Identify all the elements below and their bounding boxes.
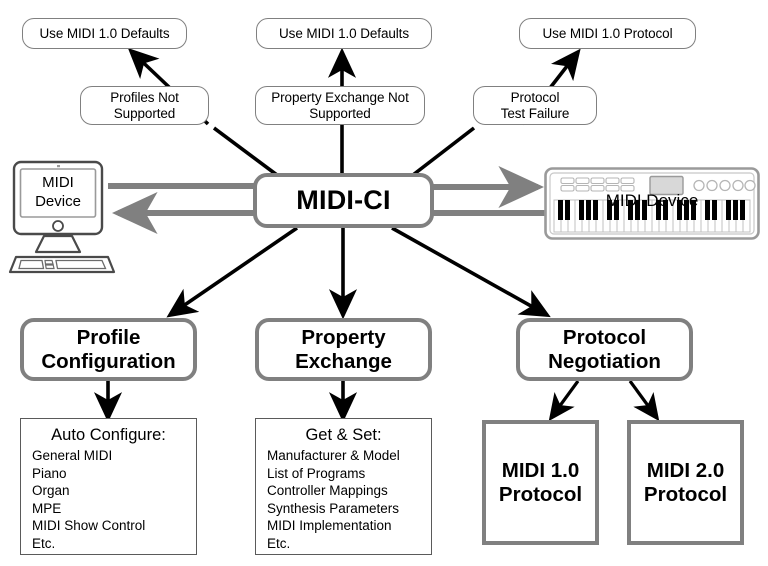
midi-20-protocol-line2: Protocol xyxy=(643,482,728,506)
arrow-hub-to-profile-configuration xyxy=(166,226,299,318)
profile-configuration-line1: Profile xyxy=(76,325,141,349)
protocol-negotiation-box[interactable]: Protocol Negotiation xyxy=(516,318,693,381)
computer-midi-device: MIDI Device xyxy=(6,160,118,275)
arrow-hub-to-protocol-test-failure xyxy=(407,126,476,180)
arrow-hub-to-protocol-negotiation xyxy=(391,226,551,318)
keyboard-device-label: MIDI Device xyxy=(606,191,699,210)
protocol-test-failure-line2: Test Failure xyxy=(500,105,570,121)
list-item: List of Programs xyxy=(267,465,366,481)
use-midi10-defaults-property-box[interactable]: Use MIDI 1.0 Defaults xyxy=(256,18,432,49)
use-midi10-defaults-profiles-box[interactable]: Use MIDI 1.0 Defaults xyxy=(22,18,187,49)
protocol-test-failure-line1: Protocol xyxy=(510,89,560,105)
keyboard-knobs xyxy=(693,179,756,192)
arrow-hub-to-profiles-not-supported xyxy=(212,126,283,180)
profile-configuration-box[interactable]: Profile Configuration xyxy=(20,318,197,381)
list-item: Organ xyxy=(32,483,70,499)
protocol-test-failure-box[interactable]: Protocol Test Failure xyxy=(473,86,597,125)
property-exchange-line1: Property xyxy=(301,325,386,349)
computer-device-line1: MIDI xyxy=(42,174,74,191)
list-item: Synthesis Parameters xyxy=(267,500,400,516)
auto-configure-items: General MIDI Piano Organ MPE MIDI Show C… xyxy=(21,447,196,553)
midi-10-protocol-line1: MIDI 1.0 xyxy=(501,458,580,482)
midi-20-protocol-box[interactable]: MIDI 2.0 Protocol xyxy=(627,420,744,545)
list-item: Manufacturer & Model xyxy=(267,448,400,463)
arrow-negotiation-to-midi20 xyxy=(628,380,660,422)
profiles-not-supported-line2: Supported xyxy=(113,105,176,121)
midi-10-protocol-line2: Protocol xyxy=(498,482,583,506)
keyboard-midi-device: MIDI Device xyxy=(544,167,760,240)
profiles-not-supported-line1: Profiles Not xyxy=(110,89,179,105)
midi-ci-hub-box[interactable]: MIDI-CI xyxy=(253,173,434,228)
list-item: Etc. xyxy=(267,535,291,551)
use-midi10-defaults-property-label: Use MIDI 1.0 Defaults xyxy=(279,25,409,41)
get-and-set-title: Get & Set: xyxy=(305,426,382,444)
use-midi10-protocol-label: Use MIDI 1.0 Protocol xyxy=(542,25,673,41)
protocol-negotiation-line1: Protocol xyxy=(562,325,647,349)
protocol-negotiation-line2: Negotiation xyxy=(548,349,661,373)
list-item: MIDI Show Control xyxy=(32,518,146,534)
property-exchange-line2: Exchange xyxy=(295,349,392,373)
list-item: Controller Mappings xyxy=(267,483,388,499)
auto-configure-title: Auto Configure: xyxy=(51,426,166,444)
midi-ci-hub-label: MIDI-CI xyxy=(296,185,391,215)
keyboard-illustration: MIDI Device xyxy=(544,167,760,240)
arrow-negotiation-to-midi10 xyxy=(548,380,580,422)
get-and-set-list: Get & Set: Manufacturer & Model List of … xyxy=(255,418,432,555)
computer-device-line2: Device xyxy=(35,193,81,210)
property-exchange-box[interactable]: Property Exchange xyxy=(255,318,432,381)
use-midi10-protocol-box[interactable]: Use MIDI 1.0 Protocol xyxy=(519,18,696,49)
property-exchange-not-supported-box[interactable]: Property Exchange Not Supported xyxy=(255,86,425,125)
property-exchange-not-supported-line2: Supported xyxy=(309,105,371,121)
list-item: MIDI Implementation xyxy=(267,518,392,534)
computer-illustration: MIDI Device xyxy=(8,160,116,274)
auto-configure-list: Auto Configure: General MIDI Piano Organ… xyxy=(20,418,197,555)
list-item: Piano xyxy=(32,465,67,481)
midi-20-protocol-line1: MIDI 2.0 xyxy=(646,458,725,482)
list-item: General MIDI xyxy=(32,448,113,463)
keyboard-black-keys xyxy=(558,200,745,220)
midi-10-protocol-box[interactable]: MIDI 1.0 Protocol xyxy=(482,420,599,545)
list-item: MPE xyxy=(32,500,62,516)
use-midi10-defaults-profiles-label: Use MIDI 1.0 Defaults xyxy=(39,25,170,41)
list-item: Etc. xyxy=(32,535,56,551)
get-and-set-items: Manufacturer & Model List of Programs Co… xyxy=(256,447,431,553)
keyboard-buttons xyxy=(560,177,635,192)
profile-configuration-line2: Configuration xyxy=(41,349,176,373)
profiles-not-supported-box[interactable]: Profiles Not Supported xyxy=(80,86,209,125)
keyboard-display-panel xyxy=(649,175,684,196)
property-exchange-not-supported-line1: Property Exchange Not xyxy=(271,89,409,105)
